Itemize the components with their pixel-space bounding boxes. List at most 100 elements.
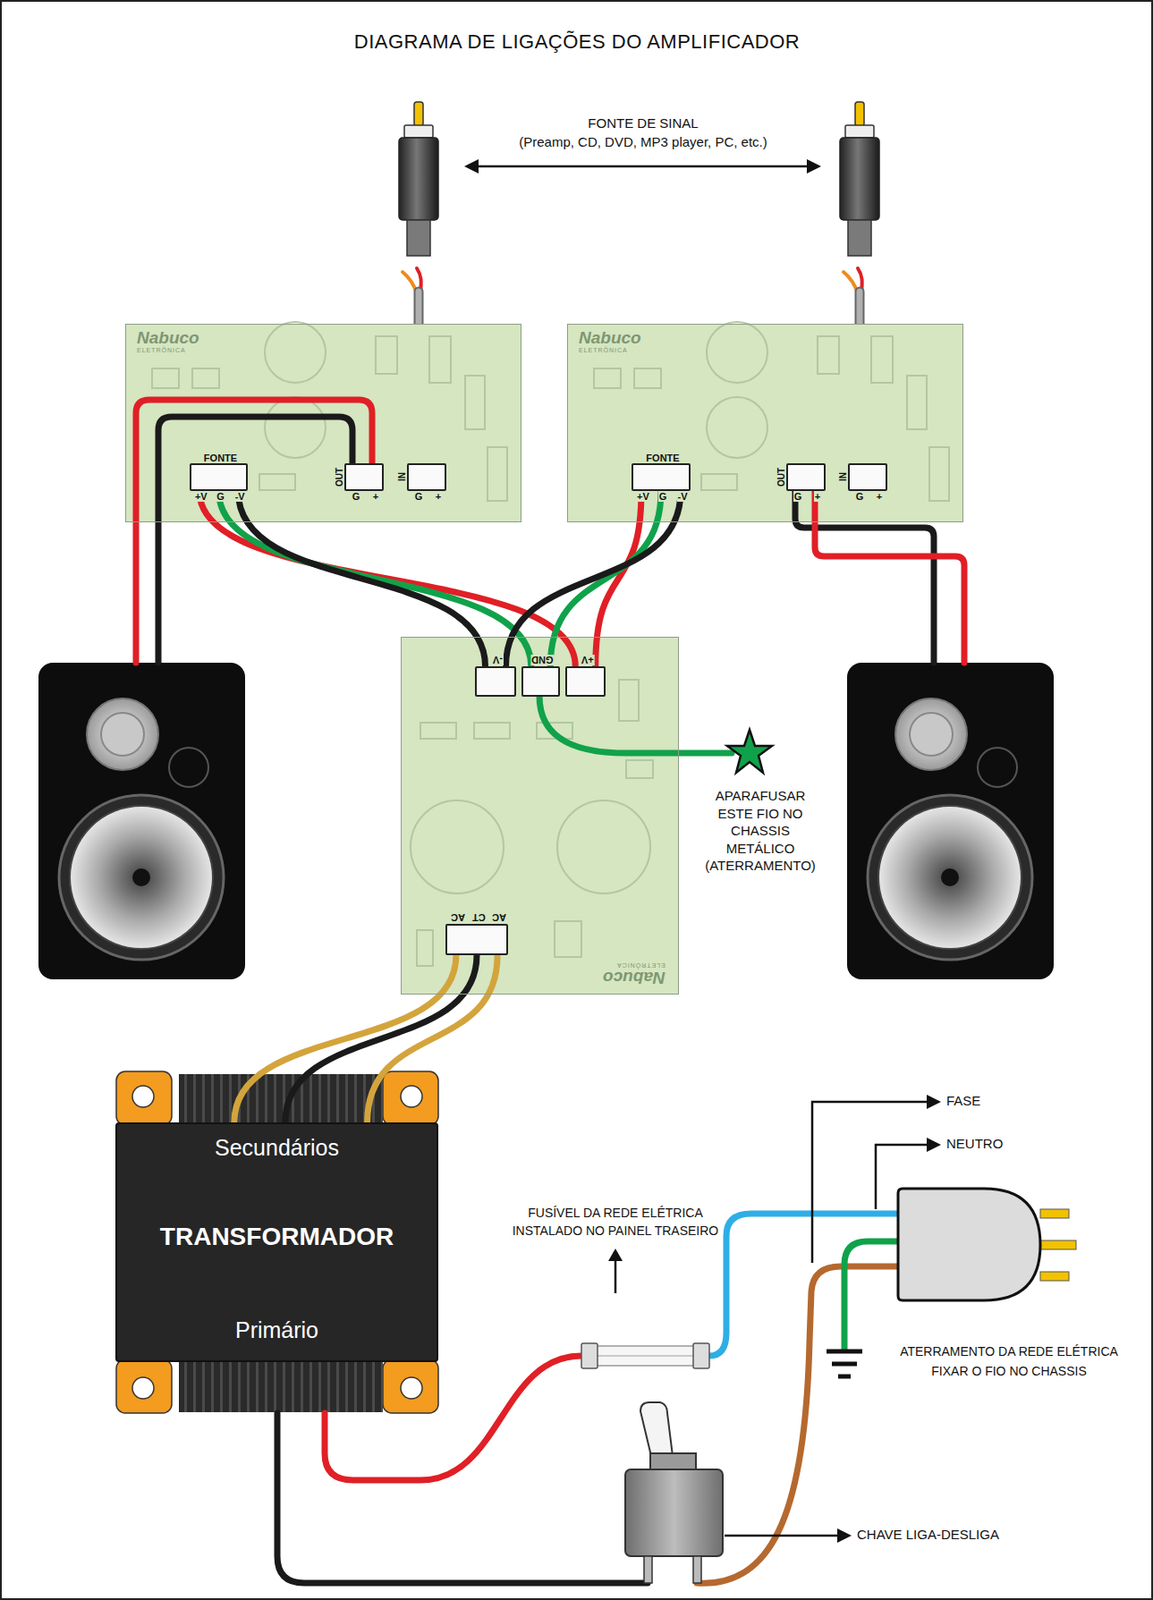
transformer-part <box>132 1377 154 1399</box>
wire <box>234 955 498 1123</box>
board-decoration-part <box>410 800 504 894</box>
wire-path <box>199 491 576 667</box>
fuse <box>581 1248 710 1369</box>
annotation: FIXAR O FIO NO CHASSIS <box>931 1364 1086 1381</box>
text-row: Secundários <box>117 1135 437 1162</box>
text-row: Primário <box>117 1317 437 1344</box>
power-plug-part <box>898 1188 1041 1301</box>
fuse-part <box>581 1343 598 1369</box>
power-switch-part <box>644 1556 653 1584</box>
pin-name: +V <box>635 491 651 502</box>
amp-board <box>125 323 522 523</box>
pin-name: + <box>875 491 883 502</box>
annotation: FASE <box>946 1093 981 1111</box>
watermark: NabucoELETRÔNICA <box>578 329 642 355</box>
connector-name: IN <box>398 465 407 490</box>
pointer-line <box>812 1102 929 1264</box>
annotation: NEUTRO <box>946 1136 1003 1153</box>
wire <box>237 491 485 667</box>
transformer-part <box>382 1071 439 1126</box>
speaker-wire-part <box>814 490 965 663</box>
board-decoration <box>410 679 653 967</box>
power-switch-part <box>625 1469 723 1557</box>
board-decoration-part <box>554 921 582 958</box>
annotation: FONTE DE SINAL <box>587 115 698 133</box>
pin-name: -V <box>234 491 246 502</box>
supply-terminal: -V <box>474 666 517 697</box>
circuit-board: NabucoELETRÔNICAFONTE+VG-VOUTG+ING+ <box>567 323 964 523</box>
power-plug-part <box>1040 1209 1069 1219</box>
power-plug-part <box>1040 1271 1069 1281</box>
mains-wire-part <box>844 1241 904 1349</box>
winding-name: Secundários <box>211 1135 343 1161</box>
wire-path <box>506 491 682 667</box>
supply-terminal: +V <box>565 666 606 697</box>
chassis-ground-part <box>727 729 772 773</box>
board-decoration <box>152 322 508 501</box>
speaker <box>847 662 1054 980</box>
transformer-part <box>400 1085 423 1108</box>
power-switch-part <box>640 1402 673 1457</box>
board-decoration-part <box>557 800 651 894</box>
annotation: APARAFUSAR ESTE FIO NO CHASSIS METÁLICO … <box>697 787 823 875</box>
signal-connector: ING+ <box>406 463 447 492</box>
connector-name: FONTE <box>203 452 238 464</box>
transformer-part <box>178 1074 383 1127</box>
transformer-part <box>116 1071 172 1126</box>
speaker <box>38 662 246 980</box>
circuit-board: NabucoELETRÔNICA -VGND+V ACCTAC <box>400 636 679 995</box>
winding-name: Primário <box>231 1317 323 1343</box>
earth-symbol-part <box>831 1362 857 1367</box>
transformer-part <box>132 1085 154 1108</box>
fuse-part <box>614 1259 618 1294</box>
connector-name: FONTE <box>645 452 679 464</box>
wire <box>506 491 682 667</box>
earth-symbol-part <box>838 1374 851 1380</box>
terminal-name: CT <box>471 912 487 924</box>
circuit-board: NabucoELETRÔNICA FONTE+VG-V OUTG+ ING+ <box>125 323 522 523</box>
connector-name: OUT <box>335 465 345 490</box>
diagram-title: DIAGRAMA DE LIGAÇÕES DO AMPLIFICADOR <box>354 30 800 54</box>
text-row: TRANSFORMADOR <box>117 1222 437 1252</box>
arrow-head <box>926 1094 942 1110</box>
annotation: (Preamp, CD, DVD, MP3 player, PC, etc.) <box>518 134 768 152</box>
arrow-head <box>926 1137 942 1153</box>
pin-name: +V <box>194 491 209 502</box>
fuse-part <box>597 1355 694 1357</box>
board-decoration-part <box>420 722 457 739</box>
pin-name: G <box>855 491 865 502</box>
signal-connector: OUTG+ <box>344 463 384 492</box>
brand-subtitle: ELETRÔNICA <box>578 347 642 355</box>
board-decoration <box>593 322 950 501</box>
mains-wire-part <box>324 1356 582 1481</box>
part-name: TRANSFORMADOR <box>156 1222 398 1251</box>
power-connector: FONTE+VG-V <box>631 463 691 492</box>
wire-path <box>234 955 457 1123</box>
power-connector: FONTE+VG-V <box>189 463 248 492</box>
fuse-part <box>592 1346 699 1366</box>
brand-subtitle: ELETRÔNICA <box>136 347 200 355</box>
ac-terminal: ACCTAC <box>445 924 509 956</box>
annotation: FUSÍVEL DA REDE ELÉTRICA <box>527 1205 704 1222</box>
chassis-ground-part <box>539 695 732 754</box>
pin-name: -V <box>677 491 689 502</box>
mains-wire-part <box>277 1413 648 1584</box>
transformer-body: SecundáriosTRANSFORMADOR Primário <box>115 1122 439 1363</box>
source-arrow-part <box>806 159 822 174</box>
transformer-part <box>178 1358 383 1413</box>
watermark: NabucoELETRÔNICA <box>602 961 666 987</box>
watermark: NabucoELETRÔNICA <box>136 329 200 355</box>
terminal-name: AC <box>449 912 467 924</box>
supply-terminal: GND <box>521 666 560 697</box>
annotation: INSTALADO NO PAINEL TRASEIRO <box>512 1223 720 1240</box>
chassis-ground <box>539 695 772 773</box>
mains-wire-part <box>709 1213 904 1357</box>
wire-path <box>219 491 532 667</box>
wire <box>219 491 532 667</box>
signal-connector: OUTG+ <box>786 463 826 492</box>
source-arrow <box>464 159 822 174</box>
pin-name: G <box>658 491 669 502</box>
board-decoration-part <box>618 679 639 721</box>
